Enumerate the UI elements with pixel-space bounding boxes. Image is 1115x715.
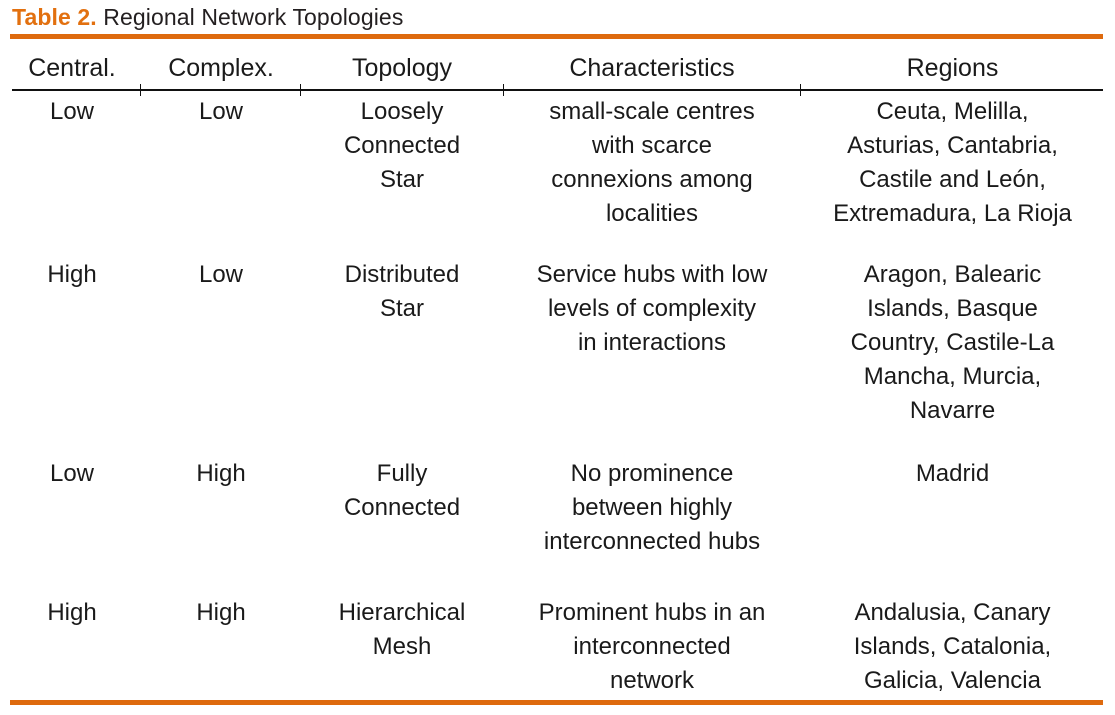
- cell-regions: Madrid: [802, 457, 1103, 491]
- cell-line: Fully: [376, 460, 428, 487]
- cell-line: with scarce: [591, 132, 713, 159]
- cell-line: Low: [49, 460, 95, 487]
- table-caption-text: Regional Network Topologies: [96, 4, 404, 30]
- table-row: High Low Distributed Star Service hubs w…: [0, 258, 1115, 457]
- cell-line: Star: [379, 166, 424, 193]
- cell-line: Connected: [343, 132, 461, 159]
- cell-complexity: Low: [142, 258, 300, 292]
- cell-line: High: [47, 599, 97, 626]
- cell-centrality: High: [4, 596, 140, 630]
- cell-complexity: Low: [142, 95, 300, 129]
- table-header-row: Central. Complex. Topology Characteristi…: [0, 52, 1115, 86]
- cell-line: Madrid: [915, 460, 990, 487]
- cell-line: Mancha, Murcia,: [863, 363, 1042, 390]
- cell-line: between highly: [571, 494, 733, 521]
- column-header-regions: Regions: [906, 54, 999, 82]
- cell-line: High: [196, 599, 246, 626]
- table-body: Low Low Loosely Connected Star small-sca…: [0, 95, 1115, 706]
- cell-characteristics: small-scale centres with scarce connexio…: [505, 95, 799, 231]
- cell-line: localities: [605, 200, 699, 227]
- cell-topology: Hierarchical Mesh: [302, 596, 502, 664]
- cell-complexity: High: [142, 457, 300, 491]
- cell-line: Country, Castile-La: [850, 329, 1055, 356]
- cell-line: connexions among: [551, 166, 753, 193]
- cell-topology: Distributed Star: [302, 258, 502, 326]
- header-separator-rule: [12, 89, 1103, 91]
- cell-line: Star: [379, 295, 424, 322]
- cell-line: levels of complexity: [547, 295, 757, 322]
- cell-line: Low: [198, 261, 244, 288]
- cell-characteristics: Prominent hubs in an interconnected netw…: [505, 596, 799, 698]
- cell-line: in interactions: [577, 329, 727, 356]
- cell-centrality: High: [4, 258, 140, 292]
- column-tick-4: [800, 84, 801, 96]
- bottom-accent-rule: [10, 700, 1103, 705]
- column-tick-1: [140, 84, 141, 96]
- table-caption-label: Table 2.: [12, 4, 97, 30]
- cell-line: Islands, Catalonia,: [853, 633, 1052, 660]
- top-accent-rule: [10, 34, 1103, 39]
- cell-complexity: High: [142, 596, 300, 630]
- column-tick-2: [300, 84, 301, 96]
- table-row: Low High Fully Connected No prominence b…: [0, 457, 1115, 596]
- cell-line: interconnected hubs: [543, 528, 761, 555]
- table-row: Low Low Loosely Connected Star small-sca…: [0, 95, 1115, 258]
- cell-line: Navarre: [909, 397, 996, 424]
- cell-line: Distributed: [344, 261, 460, 288]
- column-header-centrality: Central.: [28, 54, 116, 82]
- cell-line: Asturias, Cantabria,: [847, 132, 1058, 159]
- cell-topology: Loosely Connected Star: [302, 95, 502, 197]
- cell-characteristics: No prominence between highly interconnec…: [505, 457, 799, 559]
- cell-characteristics: Service hubs with low levels of complexi…: [505, 258, 799, 360]
- cell-regions: Aragon, Balearic Islands, Basque Country…: [802, 258, 1103, 428]
- table-caption: Table 2. Regional Network Topologies: [12, 2, 403, 32]
- cell-topology: Fully Connected: [302, 457, 502, 525]
- cell-line: Hierarchical: [338, 599, 466, 626]
- cell-line: Service hubs with low: [536, 261, 768, 288]
- cell-line: Aragon, Balearic: [863, 261, 1042, 288]
- cell-line: Low: [198, 98, 244, 125]
- cell-regions: Andalusia, Canary Islands, Catalonia, Ga…: [802, 596, 1103, 698]
- table-row: High High Hierarchical Mesh Prominent hu…: [0, 596, 1115, 706]
- cell-line: No prominence: [570, 460, 734, 487]
- cell-centrality: Low: [4, 95, 140, 129]
- cell-line: Andalusia, Canary: [854, 599, 1051, 626]
- cell-line: network: [609, 667, 695, 694]
- cell-line: Castile and León,: [859, 166, 1046, 193]
- cell-line: Low: [49, 98, 95, 125]
- cell-line: High: [47, 261, 97, 288]
- cell-line: High: [196, 460, 246, 487]
- cell-regions: Ceuta, Melilla, Asturias, Cantabria, Cas…: [802, 95, 1103, 231]
- cell-line: Connected: [343, 494, 461, 521]
- cell-line: Loosely: [360, 98, 444, 125]
- cell-line: small-scale centres: [549, 98, 755, 125]
- column-header-complexity: Complex.: [168, 54, 274, 82]
- column-tick-3: [503, 84, 504, 96]
- column-header-characteristics: Characteristics: [569, 54, 735, 82]
- cell-line: Ceuta, Melilla,: [876, 98, 1029, 125]
- column-header-topology: Topology: [351, 54, 453, 82]
- cell-line: Galicia, Valencia: [864, 667, 1041, 694]
- cell-line: Prominent hubs in an: [538, 599, 766, 626]
- cell-centrality: Low: [4, 457, 140, 491]
- cell-line: interconnected: [573, 633, 731, 660]
- cell-line: Islands, Basque: [867, 295, 1038, 322]
- cell-line: Extremadura, La Rioja: [833, 200, 1072, 227]
- cell-line: Mesh: [372, 633, 432, 660]
